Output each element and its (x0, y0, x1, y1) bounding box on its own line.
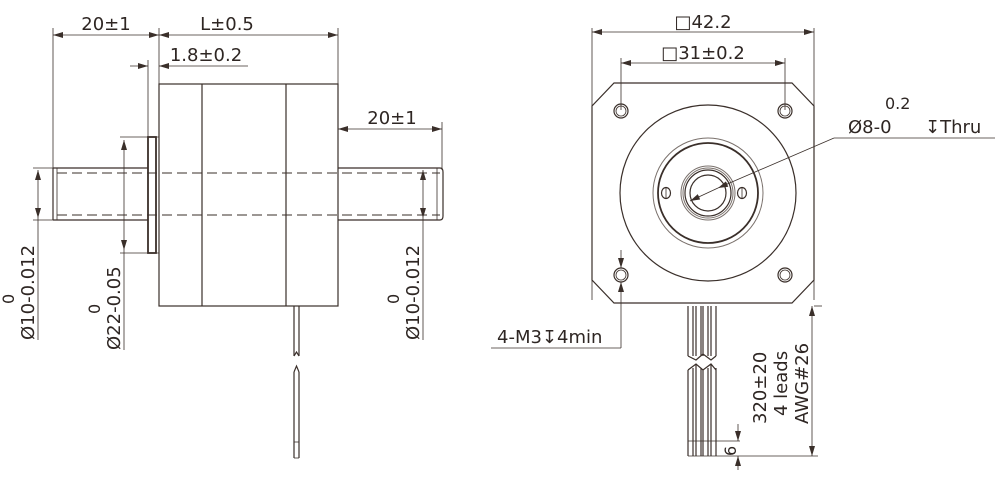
bore-depth: ↧Thru (925, 117, 981, 138)
lead-length: 320±20 (750, 352, 771, 424)
side-view: 20±1 L±0.5 1.8±0.2 20±1 Ø10-0.012 0 Ø22-… (0, 14, 444, 459)
dim-boss-dia: Ø22-0.05 (104, 266, 125, 350)
bore-tolerance: 0.2 (885, 94, 910, 113)
dim-rear-shaft-dia-tol: 0 (0, 294, 18, 304)
mount-hole-spec: 4-M3↧4min (497, 327, 602, 348)
dim-body-length: L±0.5 (200, 14, 254, 35)
bore-diameter: Ø8-0 (848, 117, 892, 138)
front-view: □42.2 □31±0.2 0.2 Ø8-0 ↧Thru 4-M3↧4min 3… (491, 12, 995, 470)
dim-front-shaft-length: 20±1 (367, 108, 416, 129)
dim-hole-pitch: □31±0.2 (661, 43, 745, 64)
dim-front-shaft-dia: Ø10-0.012 (403, 245, 424, 340)
lead-gauge: AWG#26 (792, 343, 813, 424)
lead-count: 4 leads (771, 351, 792, 416)
dim-front-shaft-dia-tol: 0 (384, 294, 403, 304)
dim-outline: □42.2 (674, 12, 731, 33)
dim-rear-shaft-length: 20±1 (81, 14, 130, 35)
dim-flange-thickness: 1.8±0.2 (170, 45, 242, 66)
dim-boss-dia-tol: 0 (85, 304, 104, 314)
strip-length: 6 (721, 446, 740, 456)
lead-wires (687, 306, 818, 457)
dim-rear-shaft-dia: Ø10-0.012 (18, 245, 39, 340)
